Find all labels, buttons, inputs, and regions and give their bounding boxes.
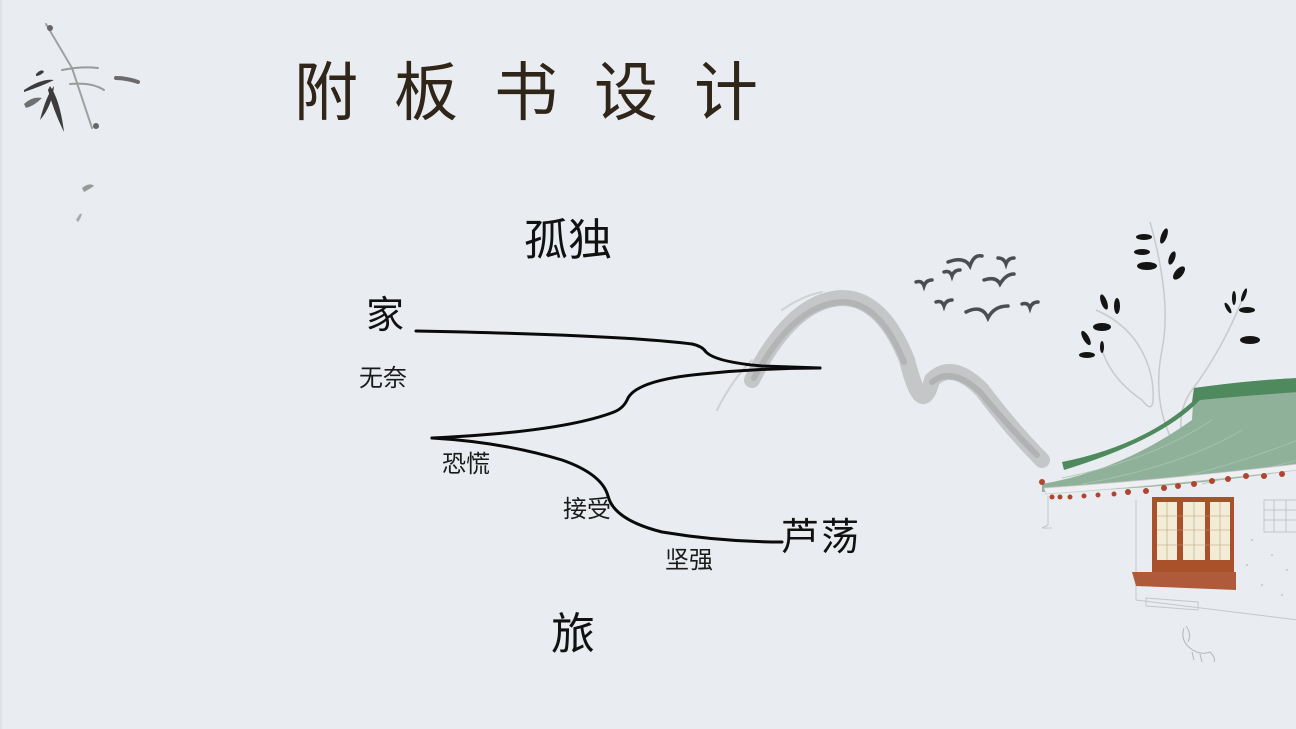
top-label: 孤独 [524, 215, 612, 266]
stage-label: 恐慌 [442, 450, 490, 478]
bottom-label: 旅 [551, 609, 595, 660]
page-title: 附板书设计 [294, 57, 794, 131]
bamboo-ink-icon [24, 23, 140, 222]
stage-label: 无奈 [359, 364, 407, 392]
stage-label: 坚强 [665, 546, 713, 574]
stage-label: 接受 [563, 495, 611, 523]
start-node: 家 [366, 293, 405, 337]
end-node: 芦荡 [781, 515, 862, 559]
